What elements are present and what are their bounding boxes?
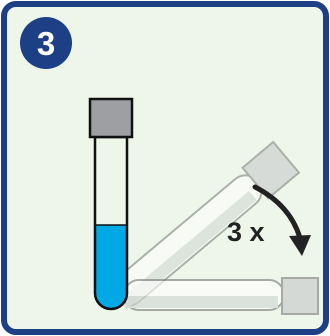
horizontal-tube-cap (281, 277, 319, 315)
upright-tube-outline (93, 135, 129, 311)
tilted-tube-cap (241, 140, 301, 200)
repeat-count-label: 3 x (227, 217, 265, 247)
upright-tube-icon (88, 97, 134, 311)
upright-tube-liquid (95, 225, 127, 309)
step-badge: 3 (20, 17, 72, 69)
step-badge-circle (20, 17, 72, 69)
step-number: 3 (37, 25, 55, 62)
curved-arrow-head (289, 235, 311, 256)
horizontal-tube-icon (123, 277, 319, 315)
curved-arrow-shaft (252, 184, 303, 241)
upright-tube-cap (88, 97, 134, 139)
horizontal-tube-liquid (126, 296, 278, 308)
curved-arrow-icon (252, 184, 311, 256)
